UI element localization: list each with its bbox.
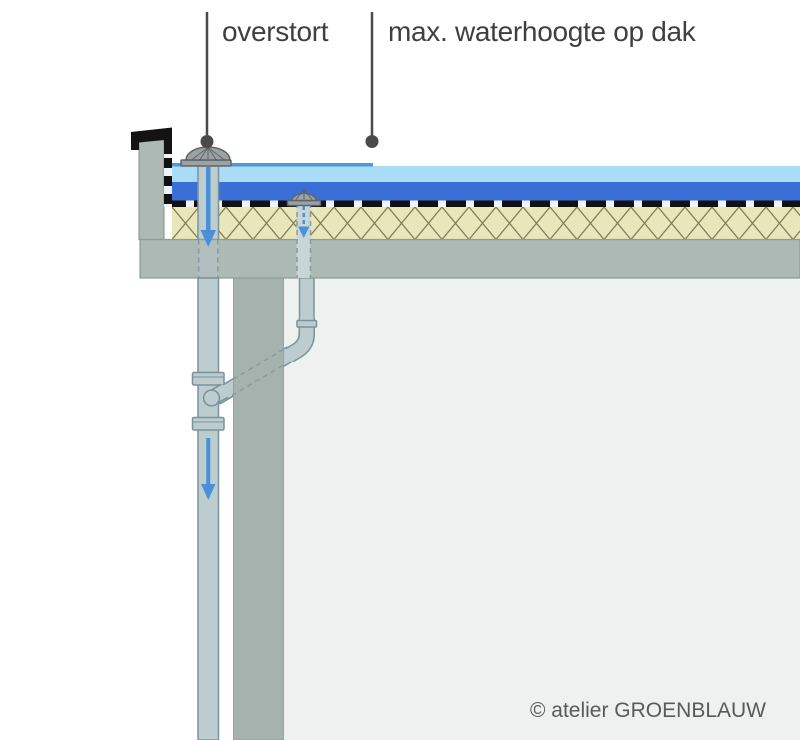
pipe-coupling-upper (191, 371, 225, 386)
overflow-dome-base (180, 159, 232, 167)
label-max-water: max. waterhoogte op dak (388, 16, 697, 47)
drain-diagonal-hidden-edges (219, 347, 285, 404)
annotation-overstort: overstort (200, 12, 329, 148)
pipe-junction-elbow (202, 389, 221, 407)
parapet-coping (131, 127, 172, 154)
flow-arrow-overflow-icon (200, 167, 216, 247)
downpipe-below-deck (197, 277, 220, 740)
label-overstort: overstort (222, 16, 329, 47)
annotation-max-water: max. waterhoogte op dak (365, 12, 697, 148)
insulation-hatch (172, 207, 800, 240)
roof-water-layer-current (172, 182, 800, 201)
parapet-wall (138, 139, 165, 241)
downpipe-fittings (191, 371, 230, 431)
credit-text: © atelier GROENBLAUW (530, 699, 766, 722)
leader-dot-max-water (365, 135, 379, 148)
parapet (131, 127, 172, 241)
flow-arrow-downpipe-icon (201, 438, 216, 500)
roof-drain-hidden-pipe (296, 203, 311, 278)
pipe-coupling-lower (191, 416, 225, 431)
roof-deck (139, 238, 800, 279)
leader-dot-overstort (200, 135, 214, 148)
drain-pipe-below-deck (284, 277, 318, 363)
parapet-membrane-base (164, 139, 172, 207)
structural-column (233, 277, 284, 740)
roof-drain (286, 189, 322, 278)
overflow-pipe-hidden-through-deck (198, 239, 219, 278)
roof-water-layer-max-capacity (172, 166, 800, 182)
drain-elbow-collar (296, 319, 318, 328)
roof-assembly (139, 166, 800, 279)
interior-space (283, 278, 800, 740)
